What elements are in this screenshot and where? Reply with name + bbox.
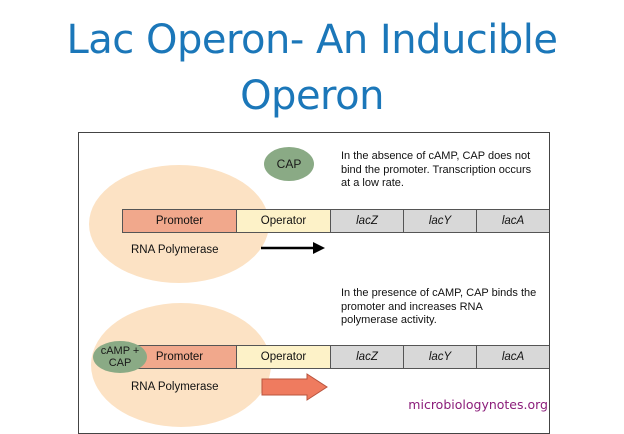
laca-gene-segment: lacA: [477, 345, 549, 369]
rna-polymerase-label-bottom: RNA Polymerase: [131, 381, 219, 393]
operator-segment: Operator: [237, 345, 331, 369]
camp-cap-label: cAMP + CAP: [100, 345, 140, 369]
page-title-line-2: Operon: [240, 73, 384, 119]
note-presence-camp: In the presence of cAMP, CAP binds the p…: [341, 287, 537, 326]
watermark-text: microbiologynotes.org: [408, 397, 548, 412]
lacz-gene-segment: lacZ: [331, 345, 404, 369]
page-title-line-1: Lac Operon- An Inducible: [66, 17, 558, 63]
operator-segment: Operator: [237, 209, 331, 233]
camp-cap-complex-oval: cAMP + CAP: [93, 341, 147, 373]
lacy-gene-segment: lacY: [404, 209, 477, 233]
rna-polymerase-label-top: RNA Polymerase: [131, 244, 219, 256]
promoter-segment: Promoter: [122, 209, 237, 233]
note-absence-camp: In the absence of cAMP, CAP does not bin…: [341, 150, 532, 189]
lacy-gene-segment: lacY: [404, 345, 477, 369]
cap-label: CAP: [276, 157, 302, 171]
orange-block-arrow-icon: [261, 373, 328, 401]
gene-row-bottom: Promoter Operator lacZ lacY lacA: [122, 345, 549, 369]
black-arrow-icon: [261, 242, 325, 254]
lacz-gene-segment: lacZ: [331, 209, 404, 233]
diagram-frame: CAP In the absence of cAMP, CAP does not…: [78, 132, 550, 434]
gene-row-top: Promoter Operator lacZ lacY lacA: [122, 209, 549, 233]
cap-protein-oval: CAP: [264, 147, 314, 181]
laca-gene-segment: lacA: [477, 209, 549, 233]
